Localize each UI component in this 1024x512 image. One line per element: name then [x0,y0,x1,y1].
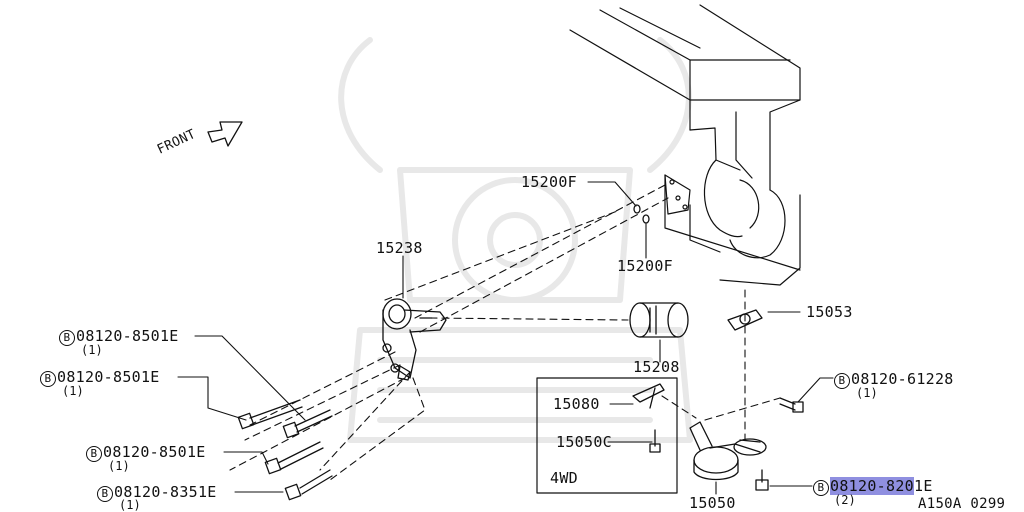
assembly-dashed-lines [229,184,781,481]
badge-b-icon: B [834,373,850,389]
box-label-4wd: 4WD [550,469,578,487]
leader-lines [177,181,834,495]
bolt-qty-1: (1) [81,343,103,357]
bolt-part-number: 08120-8501E [57,368,160,386]
badge-b-icon: B [86,446,102,462]
front-arrow-icon [207,121,243,147]
oil-filter-drawing [629,302,689,338]
part-label-15208: 15208 [633,358,680,376]
bolt-part-number-rest: 1E [913,477,933,495]
bolt-qty-5: (1) [856,386,878,400]
part-label-15080: 15080 [553,395,600,413]
badge-b-icon: B [813,480,829,496]
bolt-part-number: 08120-8501E [103,443,206,461]
engine-block-drawing [569,4,801,286]
bolt-part-number: 08120-8501E [76,327,179,345]
oil-strainer-drawing [689,421,767,481]
bolt-part-number: 08120-8351E [114,483,217,501]
bolt-qty-3: (1) [108,459,130,473]
part-label-15053: 15053 [806,303,853,321]
badge-b-icon: B [59,330,75,346]
bolt-qty-2: (1) [62,384,84,398]
4wd-box [536,377,678,494]
o-ring-drawing [633,204,650,224]
bolt-qty-6: (2) [834,493,856,507]
part-label-15050C: 15050C [556,433,612,451]
badge-b-icon: B [40,371,56,387]
part-label-15050: 15050 [689,494,736,512]
part-label-15238: 15238 [376,239,423,257]
bolt-part-number-highlighted[interactable]: 08120-820 [830,477,914,495]
bolt-qty-4: (1) [119,498,141,512]
part-label-15200F-top: 15200F [521,173,577,191]
gasket-drawing [727,309,763,331]
badge-b-icon: B [97,486,113,502]
bolt-drawings [237,383,804,501]
part-label-15200F-bottom: 15200F [617,257,673,275]
bolt-part-number: 08120-61228 [851,370,954,388]
filter-bracket-drawing [382,298,447,381]
diagram-code: A150A 0299 [918,496,1006,512]
